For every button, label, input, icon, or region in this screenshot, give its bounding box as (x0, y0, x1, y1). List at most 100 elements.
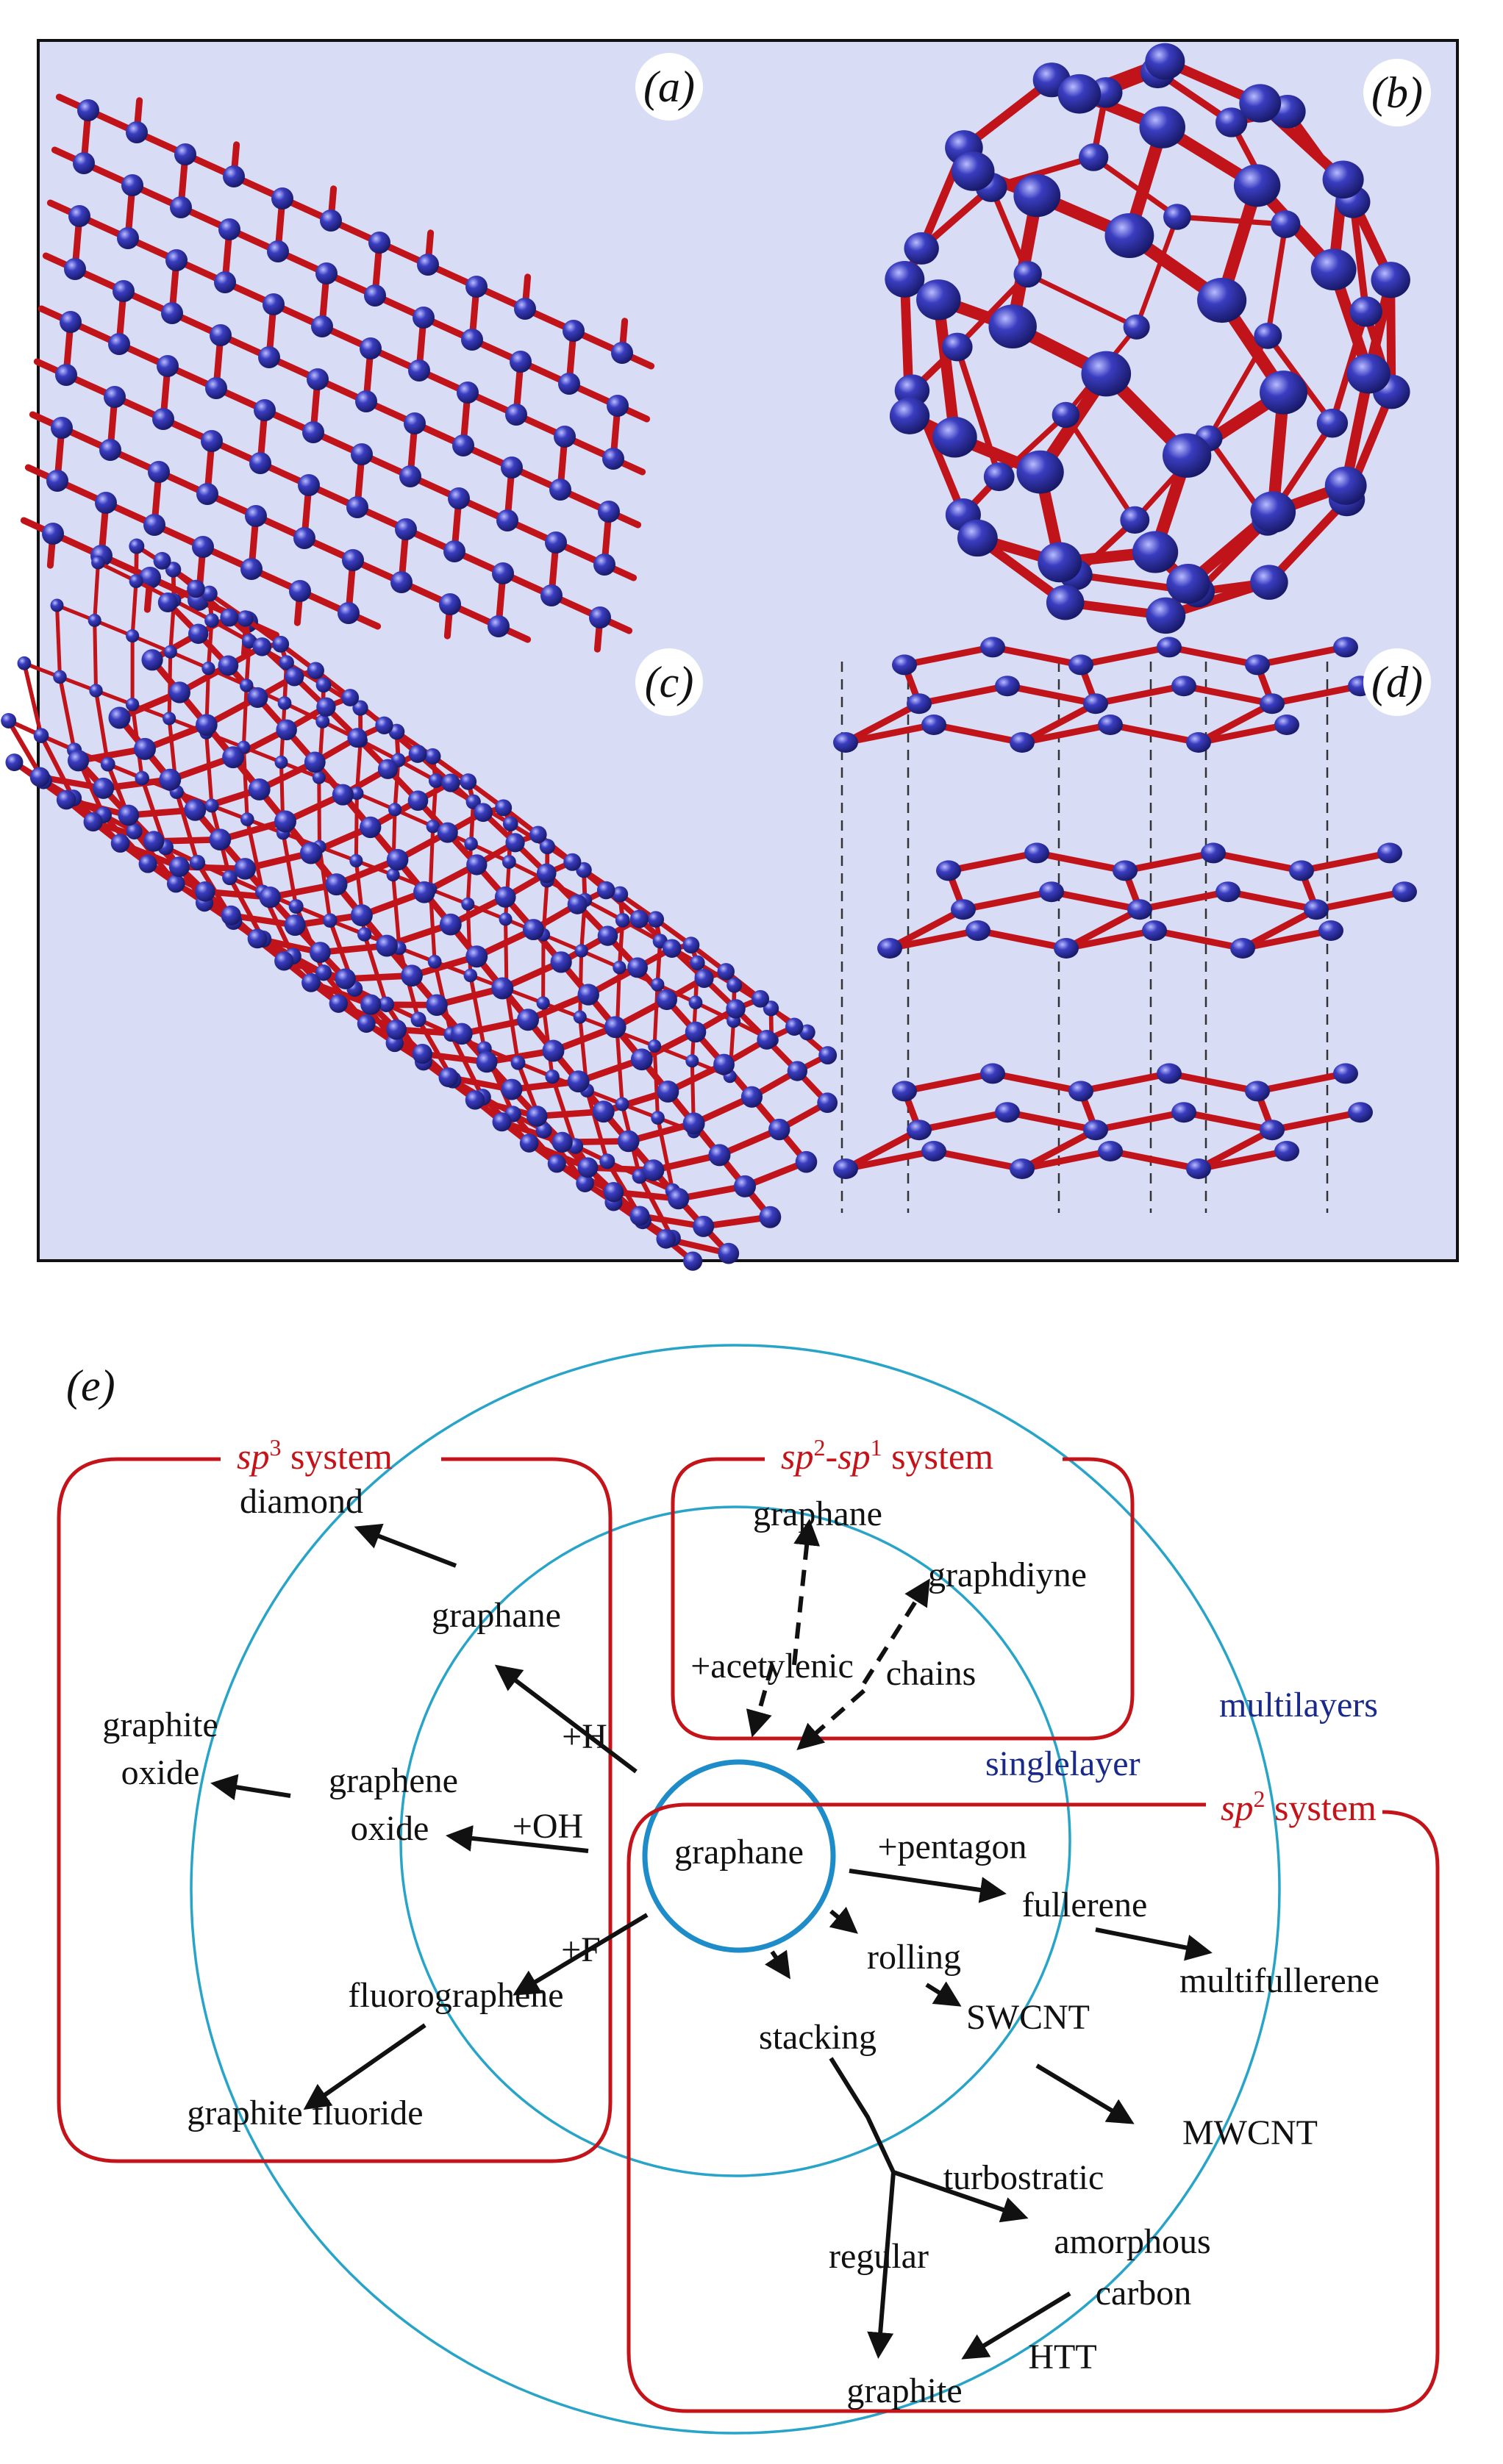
atom (329, 994, 349, 1013)
atom (965, 920, 990, 941)
atom (574, 944, 588, 958)
bond (989, 643, 1085, 668)
atom (320, 209, 342, 232)
atom (248, 778, 271, 801)
atom (307, 662, 324, 679)
atom (752, 989, 770, 1008)
bond (932, 294, 961, 443)
atom (33, 728, 49, 743)
atom (1083, 1120, 1108, 1141)
atom (1145, 43, 1185, 80)
atom (196, 483, 218, 505)
atom (1186, 732, 1211, 753)
atom (1010, 732, 1035, 753)
atom (617, 1130, 640, 1153)
carbon-allotrope-diagram: (e) sp3 system sp2-sp1 system sp2 system… (57, 1344, 1440, 2435)
atom (795, 1150, 818, 1173)
bond (93, 618, 135, 638)
atom (64, 258, 86, 280)
atom (573, 1010, 587, 1024)
atom (408, 359, 430, 382)
atom (1271, 210, 1301, 238)
atom (461, 897, 475, 911)
bond (533, 1108, 607, 1120)
center-graphane: graphane (674, 1833, 804, 1872)
atom (129, 538, 145, 554)
edge-label-plus-pentagon: +pentagon (877, 1827, 1027, 1866)
atom (647, 911, 665, 928)
sp3-system-box (57, 1457, 613, 2163)
atom (1245, 654, 1270, 676)
atom (957, 519, 998, 557)
bond (93, 560, 101, 623)
atom (110, 834, 130, 853)
atom (505, 833, 525, 853)
atom (604, 1016, 626, 1039)
atom (201, 662, 215, 676)
bond (75, 745, 149, 764)
atom (1377, 842, 1402, 864)
atom (375, 716, 393, 734)
bond (974, 927, 1070, 952)
bond (228, 912, 299, 928)
bond (915, 1109, 1011, 1133)
atom (1016, 450, 1064, 494)
atom (1171, 1102, 1196, 1123)
atom (448, 487, 470, 509)
bond (1107, 721, 1202, 746)
atom (399, 465, 421, 487)
atom (323, 913, 338, 928)
graphite-layers-model (833, 637, 1417, 1213)
atom (683, 1251, 703, 1271)
bond (1224, 888, 1320, 913)
atom (386, 1019, 407, 1040)
atom (567, 894, 588, 914)
atom (717, 963, 735, 981)
atom (277, 696, 292, 710)
atom (510, 1055, 526, 1070)
atom (551, 1131, 573, 1153)
atom (708, 1144, 731, 1167)
atom (668, 1187, 690, 1210)
atom (983, 462, 1015, 492)
bond (579, 948, 621, 970)
atom (1098, 1141, 1123, 1161)
atom (210, 324, 232, 346)
atom (817, 1092, 838, 1114)
atom (335, 968, 356, 989)
node-multifullerene: multifullerene (1179, 1961, 1379, 2000)
node-htt: HTT (1028, 2338, 1096, 2377)
atom (125, 698, 140, 712)
bond (130, 579, 138, 638)
node-turbostratic: turbostratic (943, 2158, 1104, 2197)
atom (833, 732, 858, 753)
node-graphane-sp2sp1: graphane (753, 1494, 882, 1533)
bond (901, 1070, 996, 1095)
atom (426, 819, 440, 834)
atom (593, 554, 615, 576)
atom (1166, 564, 1210, 604)
atom (1215, 881, 1240, 903)
atom (404, 412, 426, 434)
panel-label-c: (c) (635, 648, 703, 716)
bond (886, 906, 967, 952)
atom (693, 1215, 715, 1237)
atom (214, 271, 236, 293)
atom (424, 748, 441, 765)
atom (99, 439, 121, 461)
atom (274, 951, 294, 971)
atom (315, 964, 332, 981)
atom (201, 585, 218, 602)
bond (1077, 643, 1173, 668)
node-graphene-oxide-line2: oxide (351, 1809, 429, 1848)
bond (125, 806, 199, 819)
node-diamond: diamond (240, 1482, 363, 1521)
atom (1039, 881, 1064, 903)
bond (1313, 888, 1408, 913)
atom (1260, 370, 1308, 415)
atom (143, 514, 165, 536)
atom (439, 913, 462, 936)
bond (317, 776, 322, 849)
atom (240, 558, 263, 580)
bond (317, 942, 390, 956)
